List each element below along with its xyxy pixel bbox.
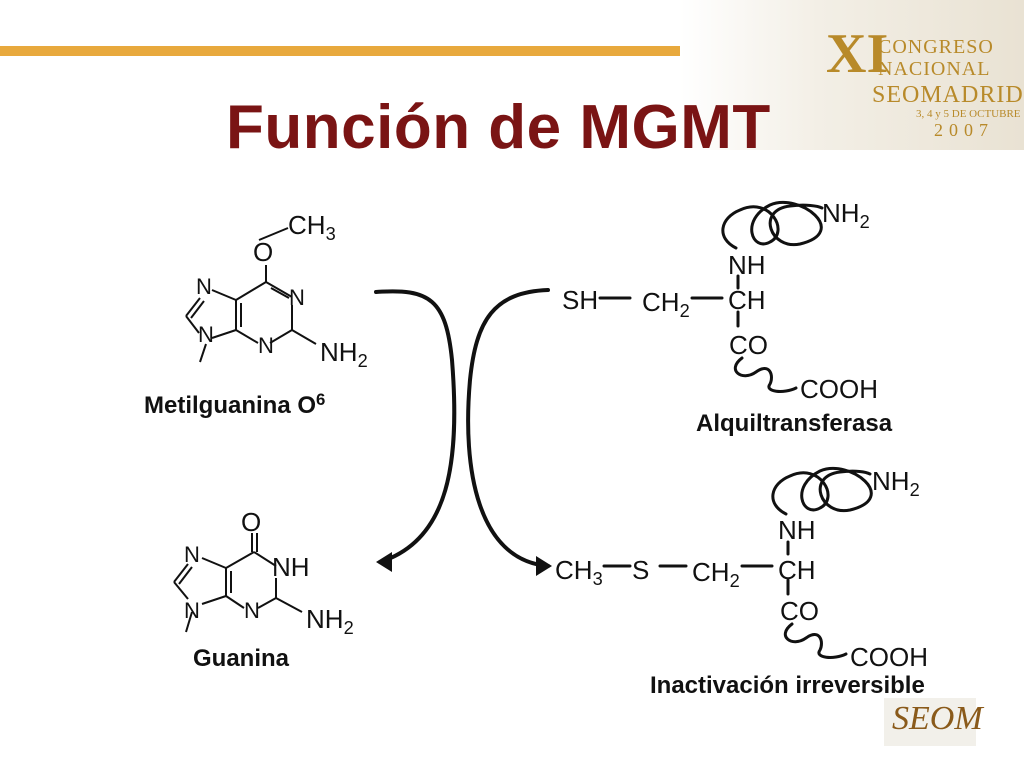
guanine-n9: N xyxy=(184,598,200,623)
congress-seom: SEOMADRID xyxy=(872,82,1024,108)
congress-year: 2007 xyxy=(934,120,994,140)
inactivated-label: Inactivación irreversible xyxy=(650,672,925,699)
methylguanine-n9: N xyxy=(198,322,214,347)
guanine-label: Guanina xyxy=(193,645,290,672)
top-accent-bar xyxy=(0,46,820,56)
methylguanine-bonds xyxy=(185,227,317,363)
inactivated-cooh: COOH xyxy=(850,642,928,672)
guanine-nh2: NH2 xyxy=(306,604,354,639)
inactivated-s: S xyxy=(632,555,650,585)
guanine-n3: N xyxy=(244,598,260,623)
alkyltransferase-sh: SH xyxy=(562,285,599,315)
seom-logo-text: SEOM xyxy=(892,700,983,737)
guanine-n7: N xyxy=(184,542,200,567)
congress-banner-background xyxy=(680,0,1024,150)
congress-line2: NACIONAL xyxy=(878,58,991,80)
arrow-head-right xyxy=(536,556,552,576)
inactivated-nh2: NH2 xyxy=(872,466,920,501)
congress-numeral: XI xyxy=(826,23,889,85)
methylguanine-ch3: CH3 xyxy=(288,210,336,245)
methylguanine-o: O xyxy=(253,237,274,267)
alkyltransferase-bonds xyxy=(598,200,824,393)
inactivated-bonds xyxy=(602,466,873,659)
alkyltransferase-ch: CH xyxy=(728,285,766,315)
guanine-o: O xyxy=(241,507,262,537)
alkyltransferase-ch2: CH2 xyxy=(642,287,690,322)
inactivated-ch3: CH3 xyxy=(555,555,603,590)
methylguanine-n7: N xyxy=(196,274,212,299)
alkyltransferase-nh: NH xyxy=(728,250,766,280)
methylguanine-label: Metilguanina O6 xyxy=(144,390,326,419)
alkyltransferase-label: Alquiltransferasa xyxy=(696,410,893,437)
congress-line1: CONGRESO xyxy=(878,36,994,58)
methylguanine-n1: N xyxy=(289,285,305,310)
congress-dates: 3, 4 y 5 DE OCTUBRE xyxy=(916,108,1021,120)
methylguanine-n3: N xyxy=(258,333,274,358)
slide-title: Función de MGMT xyxy=(226,93,771,162)
reaction-arrows xyxy=(374,288,550,568)
guanine-bonds xyxy=(173,533,303,633)
inactivated-nh: NH xyxy=(778,515,816,545)
methylguanine-nh2: NH2 xyxy=(320,337,368,372)
guanine-nh: NH xyxy=(272,552,310,582)
seom-logo xyxy=(884,698,976,746)
alkyltransferase-cooh: COOH xyxy=(800,374,878,404)
inactivated-ch: CH xyxy=(778,555,816,585)
alkyltransferase-co: CO xyxy=(729,330,768,360)
alkyltransferase-nh2: NH2 xyxy=(822,198,870,233)
inactivated-ch2: CH2 xyxy=(692,557,740,592)
inactivated-co: CO xyxy=(780,596,819,626)
arrow-head-left xyxy=(376,552,392,572)
